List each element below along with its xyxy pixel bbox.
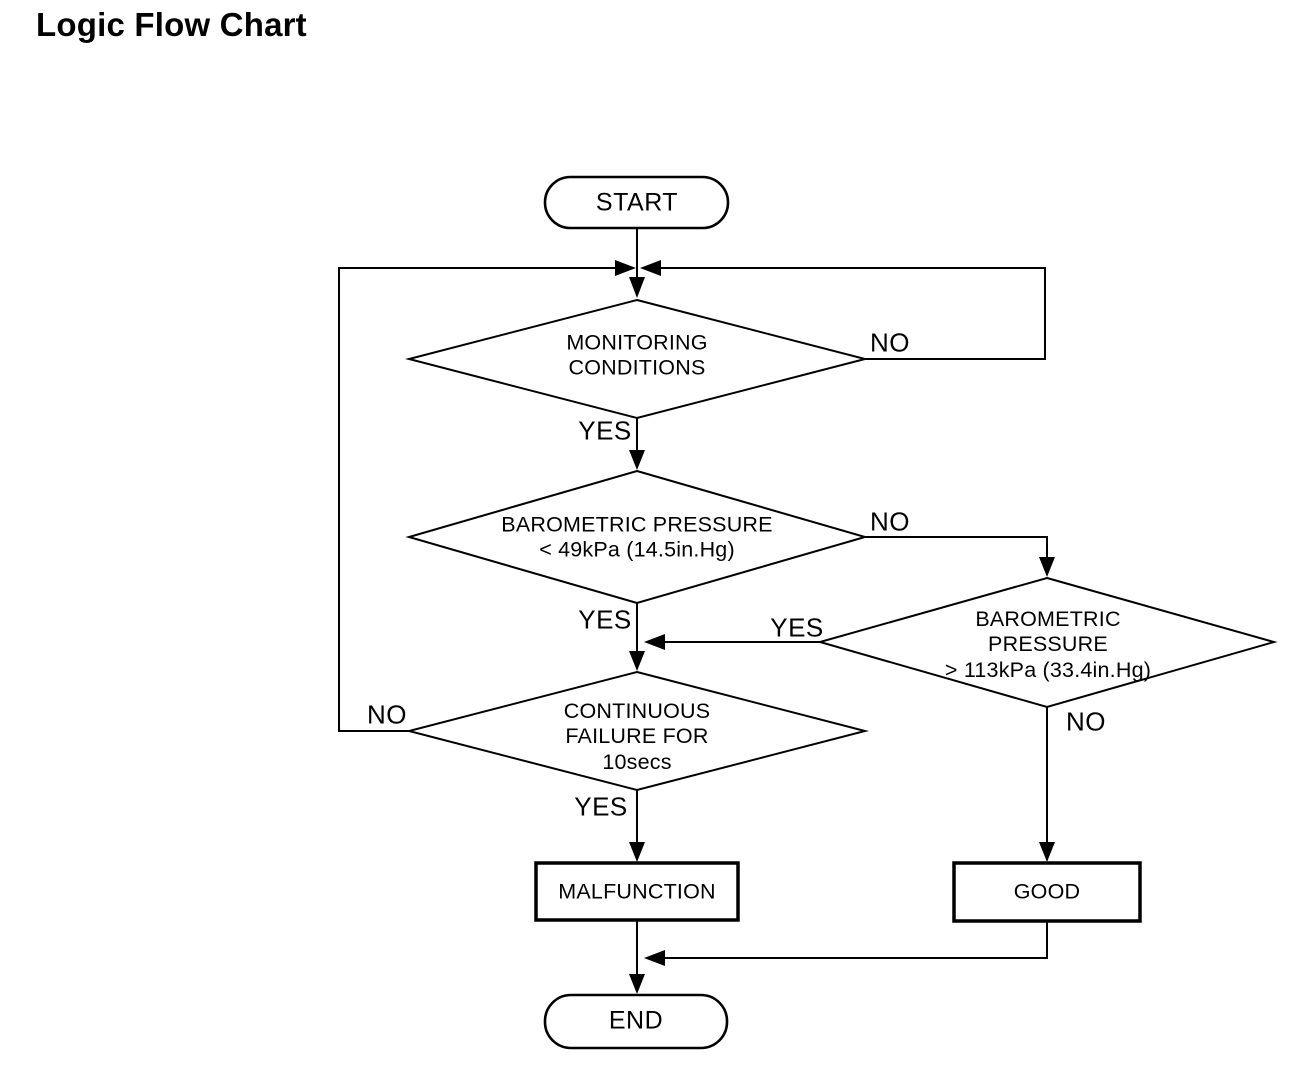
continuous-failure-decision [405,670,869,792]
barometric-pressure-high-decision [816,576,1278,709]
start-label: START [595,188,679,217]
baro-high-no-label: NO [1066,706,1106,737]
arrowhead-good-merge [644,950,665,966]
arrowhead-into-good [1039,842,1055,862]
good-label: GOOD [1013,879,1081,904]
page-title: Logic Flow Chart [36,6,307,43]
barometric-pressure-low-decision [405,469,869,605]
monitoring-conditions-label: MONITORING CONDITIONS [566,330,708,380]
arrowhead-baro-high-yes [644,634,665,650]
baro-high-yes-label: YES [770,612,824,643]
arrowhead-junction-from-left [615,260,636,276]
barometric-pressure-high-label: BAROMETRIC PRESSURE > 113kPa (33.4in.Hg) [944,606,1152,682]
baro-low-no-label: NO [870,506,910,537]
arrowhead-into-continuous [629,651,645,671]
arrowhead-into-end [629,974,645,994]
end-label: END [608,1006,664,1035]
continuous-yes-label: YES [574,791,628,822]
end-node [543,993,729,1050]
monitoring-no-label: NO [870,327,910,358]
baro-low-yes-label: YES [578,604,632,635]
malfunction-label: MALFUNCTION [558,879,716,904]
good-node [952,861,1142,923]
arrowhead-into-baro-high [1039,557,1055,577]
malfunction-node [534,861,740,922]
start-node [543,175,730,230]
monitoring-conditions-decision [405,298,869,420]
monitoring-yes-label: YES [578,415,632,446]
continuous-failure-label: CONTINUOUS FAILURE FOR 10secs [563,698,711,774]
edge-baro-low-no [865,536,1048,560]
arrowhead-junction-from-right [640,260,661,276]
edge-monitoring-no-loop [659,267,1046,360]
arrowhead-into-malfunction [629,842,645,862]
edge-continuous-no-loop [338,267,617,732]
continuous-no-label: NO [367,699,407,730]
arrowhead-into-baro-low [629,450,645,470]
edge-good-to-end [663,921,1048,959]
arrowhead-into-monitoring [629,277,645,298]
barometric-pressure-low-label: BAROMETRIC PRESSURE < 49kPa (14.5in.Hg) [501,512,773,562]
